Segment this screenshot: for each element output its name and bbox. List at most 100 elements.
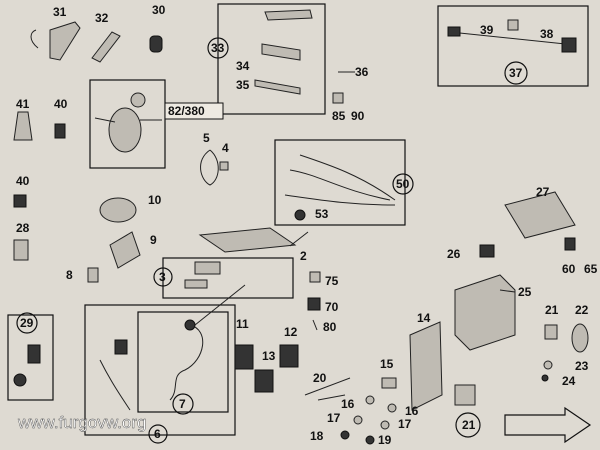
- label-27: 27: [536, 185, 550, 199]
- label-12: 12: [284, 325, 298, 339]
- part-33-housing: [264, 9, 313, 21]
- label-41: 41: [16, 97, 30, 111]
- label-39: 39: [480, 23, 494, 37]
- label-40b: 40: [16, 174, 30, 188]
- label-25: 25: [518, 285, 532, 299]
- part-37-plug: [447, 26, 461, 37]
- part-3-fuseblock: [194, 261, 221, 275]
- circle-3: [153, 267, 173, 287]
- label-23: 23: [575, 359, 589, 373]
- part-60-plug: [564, 237, 576, 251]
- part-19-nut: [365, 435, 375, 445]
- part-21-switch: [454, 384, 476, 406]
- part-82-horn: [108, 107, 142, 153]
- part-7-cable: [169, 324, 204, 401]
- label-82: 82/380: [168, 104, 205, 118]
- label-6: 6: [154, 427, 161, 441]
- part-17a-washer: [353, 415, 363, 425]
- label-8: 8: [66, 268, 73, 282]
- part-34-plate: [261, 43, 301, 61]
- part-31-cover: [49, 21, 81, 61]
- part-50-harness-c: [284, 194, 396, 206]
- label-36: 36: [355, 65, 369, 79]
- circle-21-marker: [455, 412, 481, 438]
- part-13-switch: [254, 369, 274, 393]
- label-32: 32: [95, 11, 109, 25]
- part-70-relay: [307, 297, 321, 311]
- watermark: www.furgovw.org: [17, 413, 147, 432]
- part-9-relay: [109, 231, 141, 269]
- part-29-knob: [13, 373, 27, 387]
- label-7: 7: [179, 397, 186, 411]
- part-7-eyelet: [184, 319, 196, 331]
- label-70: 70: [325, 300, 339, 314]
- label-33: 33: [211, 41, 225, 55]
- part-5-ring: [200, 149, 219, 186]
- part-12-switch: [279, 344, 299, 368]
- label-4: 4: [222, 141, 229, 155]
- box-3: [162, 257, 294, 299]
- part-28-switch: [13, 239, 29, 261]
- label-85: 85: [332, 109, 346, 123]
- label-5: 5: [203, 131, 210, 145]
- label-19: 19: [378, 433, 392, 447]
- circle-50: [392, 173, 414, 195]
- box-29: [7, 314, 54, 401]
- box-33: [217, 3, 326, 115]
- next-page-arrow: [504, 406, 592, 444]
- part-25-battery: [454, 274, 516, 351]
- part-40b-socket: [13, 194, 27, 208]
- part-82-cap: [130, 92, 146, 108]
- circle-7: [172, 393, 194, 415]
- circle-6: [148, 424, 168, 444]
- label-75: 75: [325, 274, 339, 288]
- part-3-fuse: [184, 279, 208, 289]
- label-10: 10: [148, 193, 162, 207]
- part-16b-nut: [387, 403, 397, 413]
- part-26-clamp: [479, 244, 495, 258]
- part-39-relay: [507, 19, 519, 31]
- box-50: [274, 139, 406, 226]
- part-16a-nut: [365, 395, 375, 405]
- label-53: 53: [315, 207, 329, 221]
- part-53-ring: [294, 209, 306, 221]
- part-4-clip: [219, 161, 229, 171]
- part-31-arrow: [30, 29, 39, 49]
- part-14-bracket: [409, 321, 443, 411]
- label-13: 13: [262, 349, 276, 363]
- part-82-leads: [94, 117, 162, 123]
- label-30: 30: [152, 3, 166, 17]
- label-34: 34: [236, 59, 250, 73]
- part-75-fuse: [309, 271, 321, 283]
- part-85-clip: [332, 92, 344, 104]
- part-17b-washer: [380, 420, 390, 430]
- label-80: 80: [323, 320, 337, 334]
- label-40a: 40: [54, 97, 68, 111]
- label-37: 37: [509, 66, 523, 80]
- label-15: 15: [380, 357, 394, 371]
- label-22: 22: [575, 303, 589, 317]
- part-24-nut: [541, 374, 549, 382]
- part-22-grommet: [571, 323, 589, 353]
- label-14: 14: [417, 311, 431, 325]
- part-27-control-unit: [504, 191, 576, 239]
- label-29: 29: [20, 316, 34, 330]
- part-29-switch: [27, 344, 41, 364]
- part-50-harness-b: [299, 154, 396, 201]
- label-90: 90: [351, 109, 365, 123]
- part-15-block: [381, 377, 397, 389]
- part-6-plug: [114, 339, 128, 355]
- label-3: 3: [159, 270, 166, 284]
- part-18-nut: [340, 430, 350, 440]
- label-50: 50: [396, 177, 410, 191]
- label-65: 65: [584, 262, 598, 276]
- label-38: 38: [540, 27, 554, 41]
- part-6-wire: [99, 359, 131, 411]
- part-21-pin: [544, 324, 558, 340]
- label-21b: 21: [545, 303, 559, 317]
- circle-33: [207, 37, 229, 59]
- part-2-bracket: [198, 227, 297, 253]
- box-7: [137, 311, 229, 413]
